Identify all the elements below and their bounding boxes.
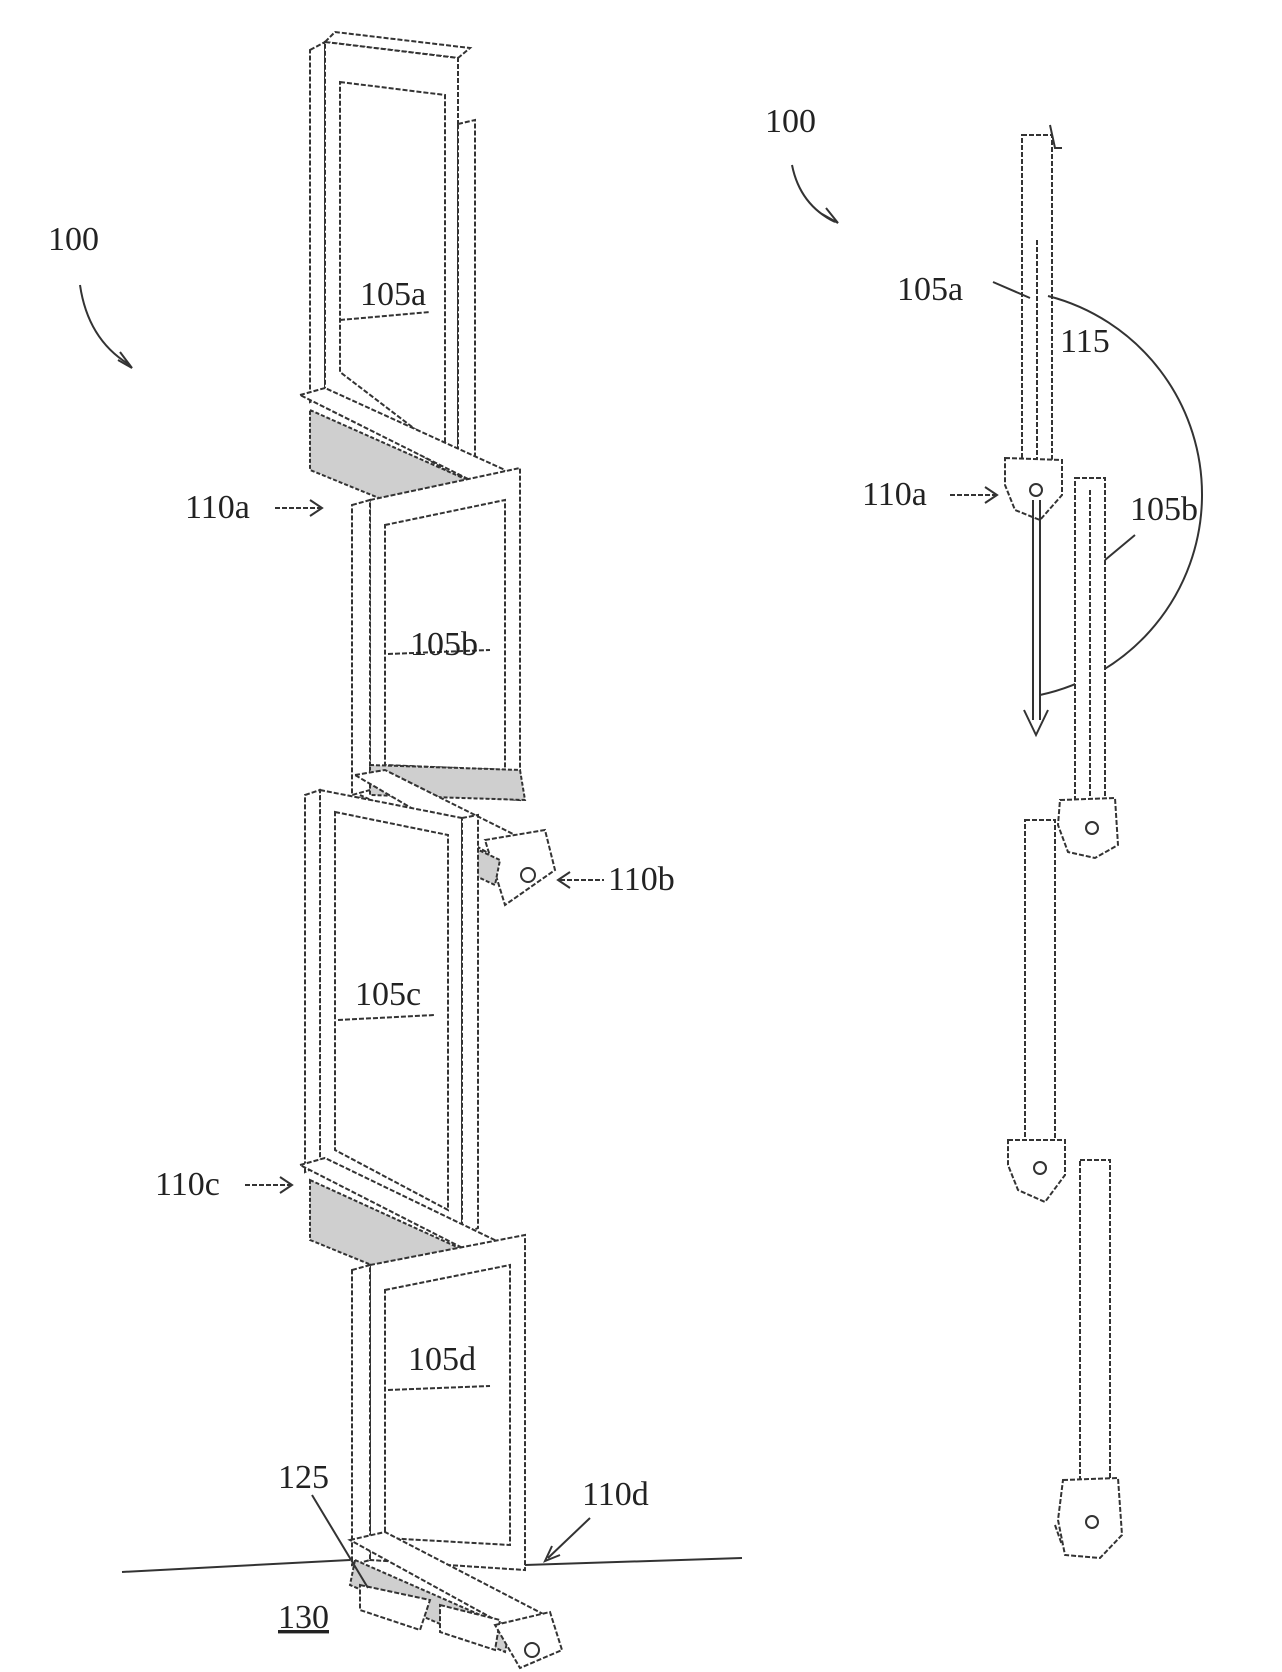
leader-105b-right [1105, 535, 1135, 560]
label-105a-left: 105a [360, 276, 426, 313]
label-130: 130 [278, 1599, 329, 1636]
label-115: 115 [1060, 323, 1110, 360]
label-105b-left: 105b [410, 626, 478, 663]
left-assembly: 100 105a 105b 105c 105d 110a 110b 110c 1… [48, 32, 742, 1668]
label-105d-left: 105d [408, 1341, 476, 1378]
leader-100-right [792, 165, 835, 222]
hinge-110d-right [1055, 1478, 1122, 1558]
label-105a-right: 105a [897, 271, 963, 308]
leader-100-left [80, 285, 130, 365]
panel-105d-left [352, 1235, 525, 1570]
panel-105b-right [1075, 478, 1105, 830]
label-110d-left: 110d [582, 1476, 649, 1513]
panel-105a-right [1022, 135, 1052, 480]
label-105c-left: 105c [355, 976, 421, 1013]
arrowhead-100-left [118, 352, 132, 368]
label-100-left: 100 [48, 221, 99, 258]
ground-line-left [122, 1560, 350, 1572]
label-110a-left: 110a [185, 489, 250, 526]
label-110a-right: 110a [862, 476, 927, 513]
label-125: 125 [278, 1459, 329, 1496]
panel-105d-right [1080, 1160, 1110, 1490]
hinge-110c-right [1008, 1140, 1065, 1202]
leader-110d-left [548, 1518, 590, 1558]
label-110c-left: 110c [155, 1166, 220, 1203]
panel-105c-right [1025, 820, 1055, 1155]
label-110b-left: 110b [608, 861, 675, 898]
label-100-right: 100 [765, 103, 816, 140]
rotation-arrow [1024, 500, 1048, 735]
arrowhead-100-right [822, 208, 838, 223]
right-assembly: 100 105a 115 105b 110a [765, 103, 1202, 1558]
label-105b-right: 105b [1130, 491, 1198, 528]
ground-line-right [525, 1558, 742, 1565]
hinge-110b-right [1058, 798, 1118, 858]
